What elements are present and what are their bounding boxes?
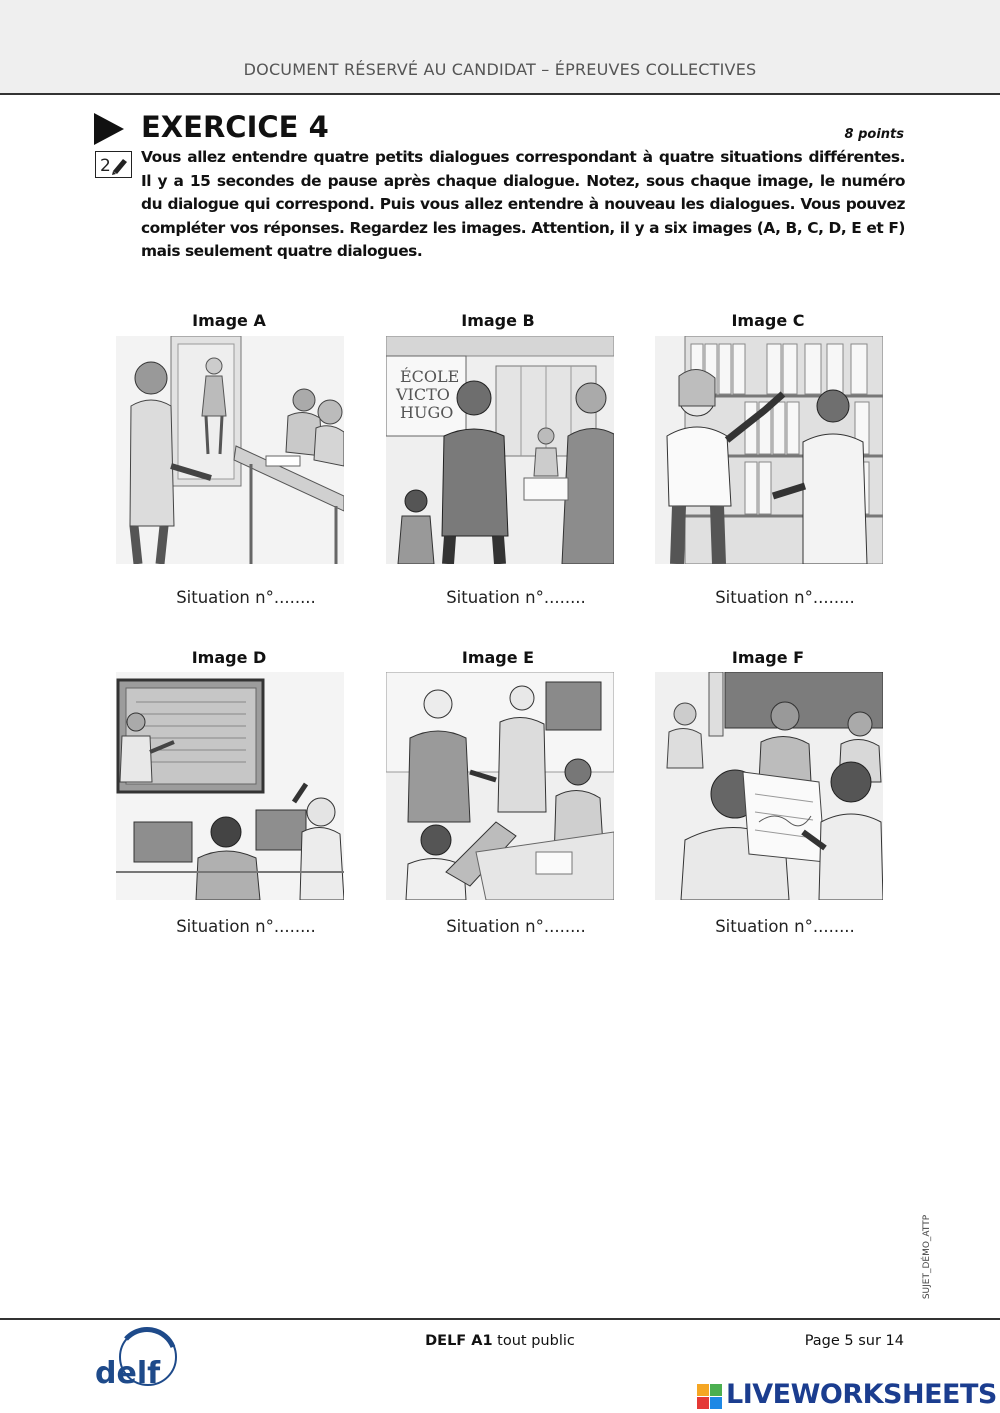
svg-text:ÉCOLE: ÉCOLE (400, 366, 459, 386)
footer-divider (0, 1318, 1000, 1320)
svg-text:HUGO: HUGO (400, 403, 453, 422)
liveworksheets-icon (697, 1384, 722, 1409)
document-code-text: SUJET_DÉMO_ATTP (922, 1214, 932, 1300)
delf-logo-text: delf (95, 1356, 161, 1391)
image-f-illustration (655, 672, 883, 900)
image-d-label: Image D (191, 648, 267, 667)
exam-name: DELF A1 tout public (300, 1333, 700, 1349)
image-c-situation: Situation n°........ (715, 588, 855, 607)
document-header: DOCUMENT RÉSERVÉ AU CANDIDAT – ÉPREUVES … (243, 60, 757, 79)
image-a-illustration (116, 336, 344, 564)
exam-level: DELF A1 (425, 1333, 493, 1349)
exam-audience: tout public (492, 1333, 575, 1349)
image-e-situation: Situation n°........ (446, 917, 586, 936)
liveworksheets-watermark: LIVEWORKSHEETS (697, 1378, 997, 1412)
exercise-title: EXERCICE 4 (141, 110, 329, 144)
image-a-situation: Situation n°........ (176, 588, 316, 607)
image-e-illustration (386, 672, 614, 900)
play-arrow-icon (94, 113, 124, 145)
header-band (0, 0, 1000, 95)
image-a-label: Image A (192, 311, 266, 330)
svg-text:VICTO: VICTO (395, 385, 450, 404)
image-d-situation: Situation n°........ (176, 917, 316, 936)
image-d-illustration (116, 672, 344, 900)
image-b-illustration: ÉCOLE VICTO HUGO (386, 336, 614, 564)
image-b-situation: Situation n°........ (446, 588, 586, 607)
exercise-instructions: Vous allez entendre quatre petits dialog… (141, 148, 905, 260)
delf-logo: delf (93, 1325, 183, 1395)
image-c-label: Image C (731, 311, 805, 330)
image-f-situation: Situation n°........ (715, 917, 855, 936)
image-f-label: Image F (731, 648, 805, 667)
page-number: Page 5 sur 14 (804, 1333, 904, 1349)
liveworksheets-text: LIVEWORKSHEETS (726, 1379, 997, 1410)
image-e-label: Image E (461, 648, 535, 667)
document-code: SUJET_DÉMO_ATTP (919, 1210, 935, 1310)
image-b-label: Image B (461, 311, 535, 330)
listen-twice-icon: 2 (95, 151, 132, 178)
image-c-illustration (655, 336, 883, 564)
exercise-points: 8 points (844, 127, 904, 142)
listen-count: 2 (100, 156, 111, 176)
